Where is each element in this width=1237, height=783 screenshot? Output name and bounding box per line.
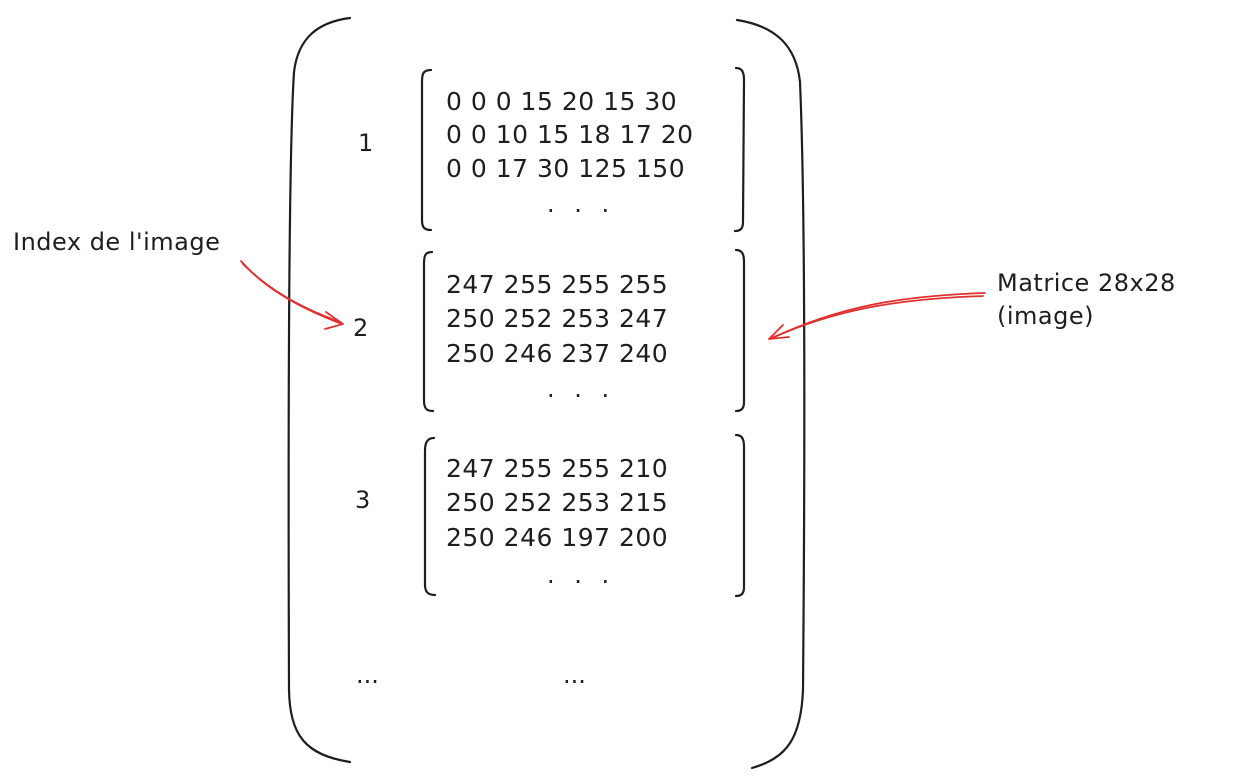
index-annotation-arrow-extra — [242, 263, 341, 323]
row-index-1: 1 — [358, 129, 373, 157]
index-annotation-arrow — [240, 260, 343, 325]
more-index-ellipsis: ... — [356, 661, 379, 689]
index-annotation-arrowhead — [324, 311, 344, 330]
matrix-row-3: 3 247 255 255 210 250 252 253 215 250 24… — [355, 433, 746, 598]
row-3-line-1: 247 255 255 210 — [446, 454, 668, 483]
matrix-annotation: Matrice 28x28 (image) — [768, 269, 1176, 340]
row-3-ellipsis: . . . — [547, 561, 615, 589]
row-2-left-bracket — [422, 250, 435, 413]
row-1-line-1: 0 0 0 15 20 15 30 — [446, 87, 677, 116]
more-matrix-ellipsis: ... — [563, 661, 586, 689]
row-index-2: 2 — [353, 314, 368, 342]
row-3-right-bracket — [734, 433, 746, 598]
index-annotation-label: Index de l'image — [13, 228, 220, 256]
row-1-right-bracket — [733, 66, 746, 233]
row-2-ellipsis: . . . — [547, 375, 615, 403]
row-2-right-bracket — [734, 248, 746, 413]
outer-right-bracket — [735, 18, 806, 770]
row-3-left-bracket — [423, 436, 437, 597]
row-1-line-2: 0 0 10 15 18 17 20 — [446, 120, 694, 149]
row-1-left-bracket — [420, 68, 433, 232]
row-1-ellipsis: . . . — [547, 190, 615, 218]
matrix-row-more: ... ... — [356, 661, 586, 689]
row-1-line-3: 0 0 17 30 125 150 — [446, 154, 685, 183]
matrix-row-1: 1 0 0 0 15 20 15 30 0 0 10 15 18 17 20 0… — [358, 66, 746, 233]
outer-left-bracket — [287, 16, 352, 764]
row-3-line-2: 250 252 253 215 — [446, 488, 668, 517]
outer-brackets — [287, 16, 806, 770]
row-index-3: 3 — [355, 486, 370, 514]
row-2-line-2: 250 252 253 247 — [446, 304, 668, 333]
matrix-annotation-arrow-extra — [771, 295, 984, 339]
matrix-row-2: 2 247 255 255 255 250 252 253 247 250 24… — [353, 248, 746, 413]
row-3-line-3: 250 246 197 200 — [446, 523, 668, 552]
matrix-annotation-arrow — [769, 292, 986, 340]
row-2-line-1: 247 255 255 255 — [446, 270, 668, 299]
matrix-annotation-arrowhead — [768, 324, 790, 340]
index-annotation: Index de l'image — [13, 228, 344, 330]
row-2-line-3: 250 246 237 240 — [446, 339, 668, 368]
matrix-annotation-line-2: (image) — [997, 302, 1094, 330]
matrix-annotation-line-1: Matrice 28x28 — [997, 269, 1176, 297]
